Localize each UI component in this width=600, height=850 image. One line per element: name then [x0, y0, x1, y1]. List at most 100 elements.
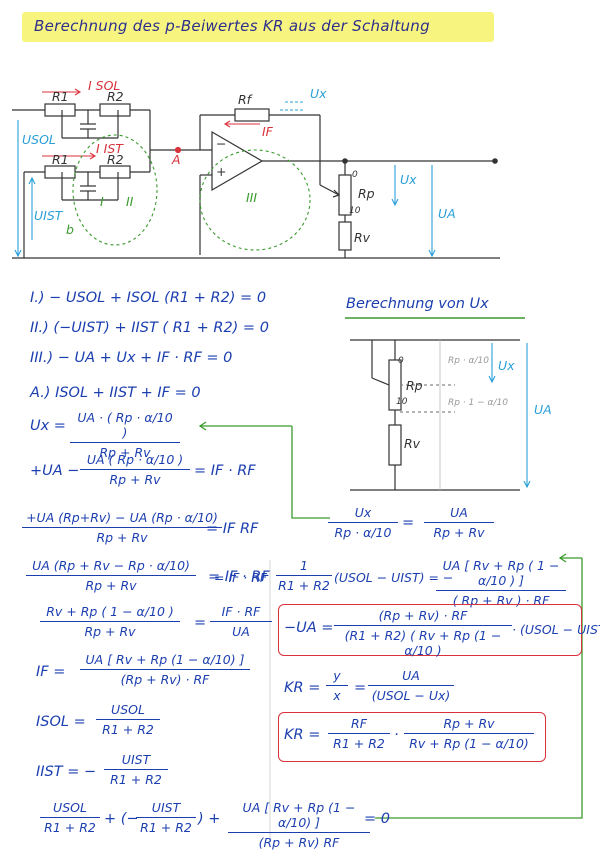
sub-eq-one-numerator: 1: [300, 558, 308, 573]
kr-result-box: [278, 712, 546, 762]
ua-box-numerator: (Rp + Rv) · RF: [378, 608, 468, 623]
label-loop-3: III: [246, 190, 258, 205]
right-heading: Berechnung von Ux: [346, 296, 489, 312]
isol-fraction: USOL R1 + R2: [96, 702, 160, 737]
final-term-b-denominator: R1 + R2: [140, 820, 192, 835]
line2-denominator: Rp + Rv: [96, 530, 148, 545]
sub-eq-middle: (USOL − UIST) = −: [334, 570, 454, 585]
final-term-c-numerator: UA [ Rv + Rp (1 − α/10) ]: [242, 800, 356, 830]
kr-x: x: [333, 688, 341, 703]
panel-rp: Rp: [406, 378, 423, 393]
label-loop-1: I: [100, 194, 104, 209]
sub-eq-one-denominator: R1 + R2: [278, 578, 330, 593]
label-pot-0: 0: [352, 170, 358, 180]
kr-box-lhs: KR =: [284, 727, 321, 743]
line1-denominator: Rp + Rv: [109, 472, 161, 487]
equation-3: III.) − UA + Ux + IF · RF = 0: [30, 350, 233, 366]
line4-rhs-denominator: UA: [232, 624, 250, 639]
panel-rp-one-minus-alpha: Rp · 1 − α/10: [448, 398, 508, 408]
line4-denominator: Rp + Rv: [84, 624, 136, 639]
kr-box-a-numerator: RF: [351, 716, 367, 731]
line3-numerator: UA (Rp + Rv − Rp · α/10): [32, 558, 190, 573]
label-ua: UA: [438, 206, 456, 221]
line3-rhs: = IF · RF: [208, 569, 270, 585]
label-rp: Rp: [358, 186, 375, 201]
ua-result-box: [278, 604, 582, 656]
iist-fraction: UIST R1 + R2: [104, 752, 168, 787]
ua-box-denominator: (R1 + R2) ( Rv + Rp (1 − α/10 ): [344, 628, 502, 658]
iist-lhs: IIST = −: [36, 764, 97, 780]
resistor-r1-bot: [44, 165, 76, 179]
sub-eq-right-numerator: UA [ Rv + Rp ( 1 − α/10 ) ]: [442, 558, 560, 588]
ux-denominator: Rp + Rv: [99, 445, 151, 460]
kr-box-b-fraction: Rp + Rv Rv + Rp (1 − α/10): [404, 716, 534, 751]
kr-numerator: UA: [402, 668, 420, 683]
panel-ux: Ux: [498, 358, 515, 373]
label-opamp-minus: −: [216, 136, 227, 151]
line4-rhs-fraction: IF · RF UA: [210, 604, 272, 639]
panel-rv: Rv: [404, 436, 421, 451]
label-i-ist: I IST: [96, 141, 123, 156]
label-pot-10: 10: [349, 206, 361, 216]
resistor-rf: [234, 108, 270, 122]
label-r1-bot: R1: [52, 152, 69, 167]
label-rv: Rv: [354, 230, 371, 245]
ua-box-fraction: (Rp + Rv) · RF (R1 + R2) ( Rv + Rp (1 − …: [334, 608, 512, 658]
line1-numerator: UA ( Rp · α/10 ): [86, 452, 184, 467]
sub-eq-prefix: = IF · RF: [214, 570, 268, 585]
ua-box-tail: · (USOL − UIST): [512, 622, 600, 637]
equation-1: I.) − USOL + ISOL (R1 + R2) = 0: [30, 290, 267, 306]
line1-fraction: UA ( Rp · α/10 ) Rp + Rv: [80, 452, 190, 487]
line1-prefix: +UA −: [30, 463, 80, 479]
opamp-triangle: [211, 130, 264, 192]
label-ux: Ux: [400, 172, 417, 187]
if-denominator: (Rp + Rv) · RF: [120, 672, 210, 687]
ratio-right-numerator: UA: [450, 505, 468, 520]
ux-numerator: UA · ( Rp · α/10 ): [77, 410, 173, 440]
ua-box-lhs: −UA =: [284, 620, 334, 636]
ratio-left-denominator: Rp · α/10: [334, 525, 392, 540]
label-loop-2: II: [126, 194, 134, 209]
panel-ua: UA: [534, 402, 552, 417]
ux-lhs: Ux =: [30, 418, 66, 434]
if-lhs: IF =: [36, 664, 66, 680]
label-r2-bot: R2: [107, 152, 124, 167]
ratio-equals: =: [402, 515, 415, 531]
label-u-sol: USOL: [22, 132, 56, 147]
isol-lhs: ISOL =: [36, 714, 86, 730]
line4-rhs-numerator: IF · RF: [221, 604, 261, 619]
kr-box-a-denominator: R1 + R2: [333, 736, 385, 751]
line1-rhs: = IF · RF: [194, 463, 256, 479]
ratio-left: Ux Rp · α/10: [328, 505, 398, 540]
label-ux-top: Ux: [310, 86, 327, 101]
final-term-a-numerator: USOL: [53, 800, 87, 815]
sub-eq-one-fraction: 1 R1 + R2: [276, 558, 332, 593]
label-i-sol: I SOL: [88, 78, 121, 93]
label-r2-top: R2: [107, 89, 124, 104]
panel-pot-10: 10: [396, 397, 408, 407]
kr-ua-fraction: UA (USOL − Ux): [368, 668, 454, 703]
kr-yx-fraction: y x: [326, 668, 348, 703]
isol-numerator: USOL: [111, 702, 145, 717]
label-rf: Rf: [238, 92, 252, 107]
kr-denominator: (USOL − Ux): [371, 688, 451, 703]
ratio-left-numerator: Ux: [354, 505, 372, 520]
resistor-r2-top: [99, 103, 131, 117]
title-highlight: [22, 12, 494, 42]
panel-pot-0: 0: [398, 356, 404, 366]
resistor-r1-top: [44, 103, 76, 117]
label-u-ist: UIST: [34, 208, 63, 223]
if-numerator: UA [ Rv + Rp (1 − α/10) ]: [85, 652, 245, 667]
iist-denominator: R1 + R2: [110, 772, 162, 787]
label-i-f: IF: [262, 124, 273, 139]
final-term-a-denominator: R1 + R2: [44, 820, 96, 835]
sub-eq-right-fraction: UA [ Rv + Rp ( 1 − α/10 ) ] ( Rp + Rv ) …: [436, 558, 566, 608]
label-opamp-plus: +: [216, 164, 227, 179]
line2-rhs: = IF RF: [206, 521, 259, 537]
resistor-r2-bot: [99, 165, 131, 179]
kr-box-b-numerator: Rp + Rv: [443, 716, 495, 731]
line3-fraction: UA (Rp + Rv − Rp · α/10) Rp + Rv: [26, 558, 196, 593]
panel-rp-alpha: Rp · α/10: [448, 356, 489, 366]
